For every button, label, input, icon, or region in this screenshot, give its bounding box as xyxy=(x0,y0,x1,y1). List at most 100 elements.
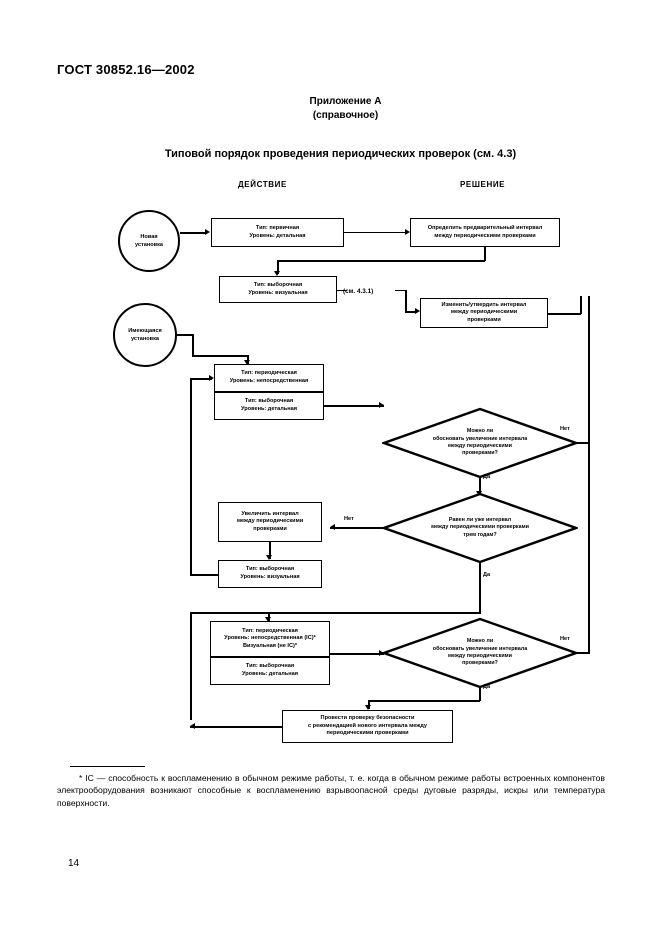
edge-existing-right xyxy=(177,334,193,336)
arrowhead-increase-down xyxy=(266,555,272,560)
sample-visual-1-line2: Уровень: визуальная xyxy=(248,289,308,296)
sample-detailed-2-line1: Тип: выборочная xyxy=(245,663,295,670)
edge-d2-yes xyxy=(479,562,481,614)
edge-increase-down xyxy=(269,542,271,559)
edge-samplevisual2-left xyxy=(190,574,219,576)
safety-check-line3: периодическими проверками xyxy=(326,730,409,737)
edge-preliminary-left xyxy=(277,260,485,262)
increase-interval-line2: между периодическими xyxy=(236,518,304,525)
column-header-action: ДЕЙСТВИЕ xyxy=(238,180,287,189)
edge-safety-to-left-riser xyxy=(190,726,283,728)
chart-title: Типовой порядок проведения периодических… xyxy=(164,148,517,160)
label-no-3: Нет xyxy=(560,636,570,642)
arrowhead-into-sample-visual-1 xyxy=(274,271,280,276)
box-define-preliminary-interval: Определить предварительный интервал межд… xyxy=(410,218,560,247)
edge-d3-yes-left xyxy=(368,700,480,702)
initial-inspection-line1: Тип: первичная xyxy=(255,224,300,231)
edge-d3-yes-into-safety xyxy=(368,700,370,709)
sample-detailed-2-line2: Уровень: детальная xyxy=(242,671,298,677)
diamond-2-line3: трем годам? xyxy=(463,531,497,538)
edge-preliminary-down xyxy=(484,247,486,261)
edge-d3-no-up xyxy=(588,296,590,653)
edge-bottom-left-down xyxy=(190,612,192,720)
sample-detailed-1-line2: Уровень: детальная xyxy=(241,406,297,412)
edge-to-change-confirm xyxy=(405,311,417,313)
edge-existing-down2 xyxy=(247,355,249,364)
edge-periodicgroup-right xyxy=(324,405,384,407)
arrowhead-d2-no xyxy=(330,524,335,531)
safety-check-line1: Провести проверку безопасности xyxy=(320,715,415,722)
define-preliminary-line1: Определить предварительный интервал xyxy=(427,224,543,231)
box-change-confirm-interval: Изменить/утвердить интервал между период… xyxy=(420,298,548,328)
edge-new-to-initial xyxy=(180,232,206,234)
clause-note: (см. 4.3.1) xyxy=(343,288,374,295)
new-installation-line1: Новая xyxy=(140,234,158,240)
label-yes-2: Да xyxy=(483,572,491,578)
edge-d3-yes xyxy=(479,687,481,701)
standard-header: ГОСТ 30852.16—2002 xyxy=(57,62,195,77)
diamond-1-line3: между периодическими xyxy=(448,443,512,449)
sample-visual-1-line1: Тип: выборочная xyxy=(253,281,303,288)
edge-bottomgroup-right xyxy=(330,653,384,655)
box-sample-visual-1: Тип: выборочная Уровень: визуальная xyxy=(219,276,337,303)
diamond-2-line1: Равен ли уже интервал xyxy=(448,516,512,523)
box-initial-inspection: Тип: первичная Уровень: детальная xyxy=(211,218,344,247)
arrowhead-new-to-initial xyxy=(205,229,210,236)
box-sample-visual-2: Тип: выборочная Уровень: визуальная xyxy=(218,560,322,588)
diamond-1-line1: Можно ли xyxy=(466,428,494,435)
diamond-interval-three-years: Равен ли уже интервал между периодически… xyxy=(382,492,578,564)
arrowhead-safety-left xyxy=(190,723,195,730)
edge-bottom-group-down xyxy=(268,612,270,621)
edge-into-sample-visual-1 xyxy=(277,260,279,274)
define-preliminary-line2: между периодическими проверками xyxy=(434,232,536,239)
node-new-installation: Новая установка xyxy=(118,210,180,272)
edge-d1-yes xyxy=(479,477,481,495)
footnote-text: * IC — способность к воспламенению в обы… xyxy=(57,772,605,809)
diamond-1-line4: проверками? xyxy=(462,450,498,457)
edge-change-confirm-right xyxy=(548,313,581,315)
node-existing-installation: Имеющаяся установка xyxy=(113,303,177,367)
arrowhead-existing-to-periodic xyxy=(244,360,250,365)
arrowhead-into-safety-check xyxy=(365,705,371,710)
box-increase-interval: Увеличить интервал между периодическими … xyxy=(218,502,322,542)
change-confirm-line3: проверками xyxy=(467,316,501,323)
label-no-2: Нет xyxy=(344,516,354,522)
periodic-close-line2: Уровень: непосредственная xyxy=(229,378,309,384)
edge-to-bottom-group xyxy=(190,612,480,614)
initial-inspection-line2: Уровень: детальная xyxy=(249,232,306,239)
periodic-close-ic-line1: Тип: периодическая xyxy=(242,627,298,634)
box-sample-detailed-2: Тип: выборочная Уровень: детальная xyxy=(210,657,330,685)
existing-installation-line1: Имеющаяся xyxy=(128,328,162,334)
edge-d3-no xyxy=(576,652,590,654)
annex-subtitle: (справочное) xyxy=(312,110,379,121)
edge-samplevisual1-right xyxy=(337,289,347,292)
box-sample-detailed-1: Тип: выборочная Уровень: детальная xyxy=(214,392,324,420)
periodic-close-line1: Тип: периодическая xyxy=(241,370,297,377)
increase-interval-line1: Увеличить интервал xyxy=(241,510,299,517)
label-yes-1: Да xyxy=(483,474,491,480)
edge-samplevisual2-to-periodic xyxy=(190,378,212,380)
diamond-3-line3: между периодическими xyxy=(448,653,512,659)
diamond-3-line4: проверками? xyxy=(462,660,498,667)
existing-installation-line2: установка xyxy=(130,336,160,342)
change-confirm-line1: Изменить/утвердить интервал xyxy=(441,301,527,308)
arrowhead-bottom-group xyxy=(265,617,271,622)
periodic-close-ic-line2: Уровень: непосредственная (IC)* xyxy=(224,635,316,642)
box-periodic-close: Тип: периодическая Уровень: непосредстве… xyxy=(214,364,324,392)
increase-interval-line3: проверками xyxy=(253,525,287,532)
change-confirm-line2: между периодическими xyxy=(450,309,518,316)
diamond-justify-increase-2: Можно ли обосновать увеличение интервала… xyxy=(382,617,578,689)
edge-samplevisual2-up xyxy=(190,378,192,575)
edge-samplevisual1-down xyxy=(405,289,407,312)
diamond-2-text: Равен ли уже интервал между периодически… xyxy=(382,492,578,564)
page-number: 14 xyxy=(68,858,80,869)
edge-d2-no xyxy=(330,527,385,529)
arrowhead-to-change-confirm xyxy=(415,308,420,315)
box-periodic-close-ic: Тип: периодическая Уровень: непосредстве… xyxy=(210,621,330,657)
arrowhead-samplevisual2-to-periodic xyxy=(209,375,214,382)
box-safety-check: Провести проверку безопасности с рекомен… xyxy=(282,710,453,743)
diamond-2-line2: между периодическими проверками xyxy=(431,524,529,531)
diamond-3-line2: обосновать увеличение интервала xyxy=(432,645,528,652)
sample-detailed-1-line1: Тип: выборочная xyxy=(244,398,294,405)
